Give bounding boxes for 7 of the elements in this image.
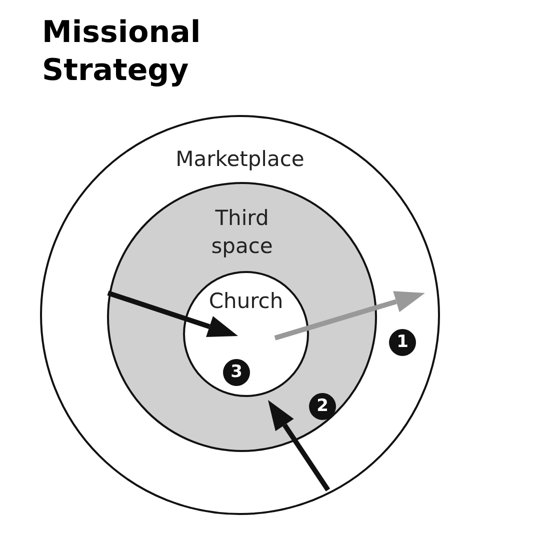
callout-number: 3 [223,359,250,386]
zone-label: Church [208,288,284,315]
diagram-title: Missional Strategy [42,14,202,90]
callout-number: 2 [309,393,336,420]
zone-label: Marketplace [176,146,304,173]
callout-number: 1 [389,329,416,356]
zone-label: Third space [210,205,274,260]
